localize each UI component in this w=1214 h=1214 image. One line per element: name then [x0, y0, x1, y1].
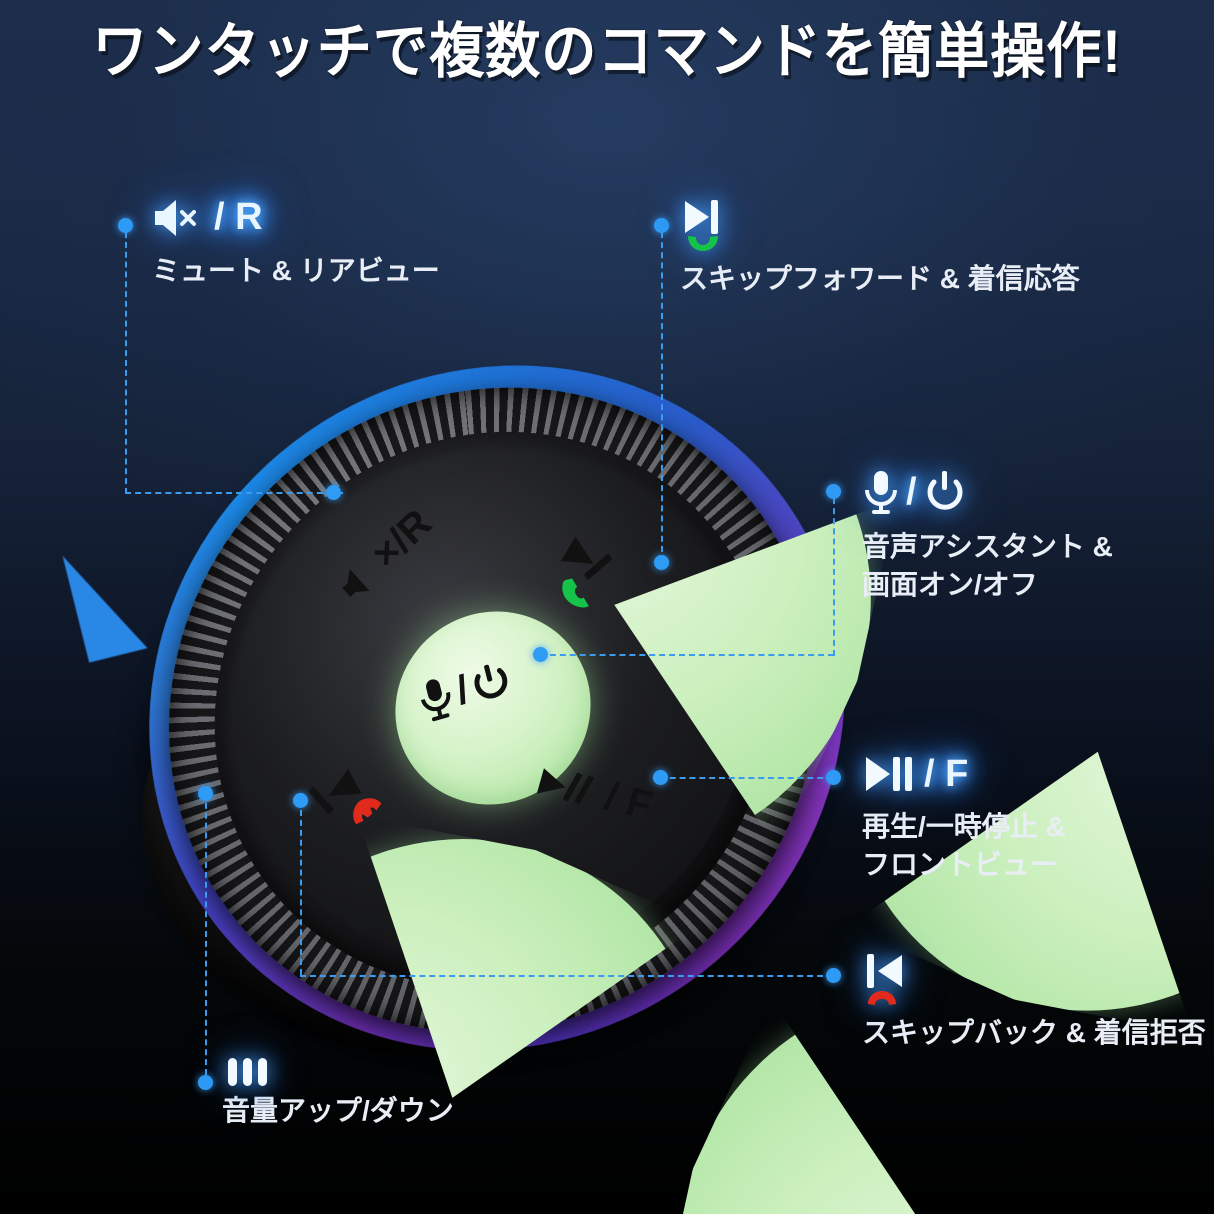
connector-dot-label: [826, 770, 841, 785]
pad-label-skip-forward: [538, 528, 623, 616]
callout-label: 再生/一時停止 & フロントビュー: [862, 811, 1066, 880]
callout-volume-up-down: 音量アップ/ダウン: [222, 1056, 454, 1130]
pad-label-play-pause: / F: [533, 757, 657, 829]
connector-dot-label: [198, 1075, 213, 1090]
connector-dot-device: [654, 555, 669, 570]
connector-segment: [660, 777, 833, 779]
connector-segment: [300, 800, 302, 975]
power-icon: [923, 468, 967, 516]
connector-dot-device: [653, 770, 668, 785]
callout-code: / R: [214, 196, 263, 238]
rotate-up-arrow-icon: [62, 541, 148, 663]
play-pause-icon: [533, 759, 607, 814]
phone-answer-icon: [551, 571, 601, 616]
connector-segment: [205, 793, 207, 1075]
connector-segment: [125, 232, 127, 494]
connector-segment: [300, 975, 833, 977]
callout-icon-row: [862, 950, 1206, 1008]
callout-play-pause-front: / F 再生/一時停止 & フロントビュー: [862, 752, 1066, 884]
connector-dot-label: [118, 218, 133, 233]
steering-wheel-remote-device: ×/R: [62, 372, 855, 1072]
callout-icon-row: [222, 1056, 454, 1088]
connector-segment: [540, 654, 834, 656]
page-title: ワンタッチで複数のコマンドを簡単操作!: [92, 18, 1122, 85]
connector-segment: [661, 232, 663, 562]
callout-skip-forward-answer: スキップフォワード & 着信応答: [680, 196, 1080, 298]
callout-code: /: [906, 471, 917, 513]
pad-label-center-assistant: /: [413, 655, 516, 725]
power-icon: [467, 656, 516, 710]
rotary-bars-icon: [222, 1056, 274, 1088]
connector-dot-device: [293, 793, 308, 808]
button-pad-cluster: ×/R: [211, 419, 775, 996]
skip-back-icon: [862, 950, 908, 992]
skip-forward-icon: [553, 528, 621, 591]
connector-dot-device: [326, 485, 341, 500]
skip-back-icon: [302, 758, 372, 824]
pad-label-mute-rear: ×/R: [328, 501, 440, 611]
connector-dot-label: [826, 484, 841, 499]
callout-icon-row: [680, 196, 1080, 254]
connector-dot-label: [654, 218, 669, 233]
connector-segment: [833, 498, 835, 656]
phone-reject-icon: [864, 988, 902, 1008]
callout-label: スキップバック & 着信拒否: [862, 1017, 1206, 1048]
phone-reject-icon: [340, 788, 391, 833]
play-pause-icon: [862, 752, 916, 796]
callout-label: スキップフォワード & 着信応答: [680, 263, 1080, 294]
microphone-icon: [413, 672, 458, 724]
connector-segment: [125, 492, 343, 494]
speaker-mute-icon: [152, 196, 204, 240]
connector-dot-device: [533, 647, 548, 662]
connector-dot-label: [826, 968, 841, 983]
callout-voice-assistant: / 音声アシスタント & 画面オン/オフ: [862, 468, 1113, 604]
callout-icon-row: / F: [862, 752, 1066, 796]
skip-forward-icon: [680, 196, 726, 238]
callout-icon-row: / R: [152, 196, 440, 240]
callout-mute-rear-view: / R ミュート & リアビュー: [152, 196, 440, 290]
phone-answer-icon: [684, 232, 722, 254]
connector-dot-device: [198, 786, 213, 801]
pad-label-skip-back: [302, 753, 391, 844]
microphone-icon: [862, 468, 900, 516]
callout-skip-back-reject: スキップバック & 着信拒否: [862, 950, 1206, 1052]
callout-label: ミュート & リアビュー: [152, 255, 440, 286]
callout-label: 音声アシスタント & 画面オン/オフ: [862, 531, 1113, 600]
callout-code: / F: [924, 753, 969, 795]
callout-label: 音量アップ/ダウン: [222, 1095, 454, 1126]
callout-icon-row: /: [862, 468, 1113, 516]
speaker-mute-icon: [331, 551, 388, 608]
